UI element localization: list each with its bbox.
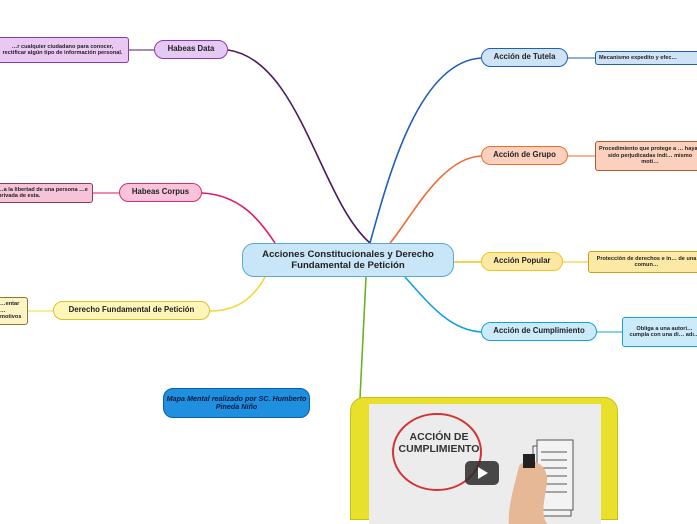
video-title: ACCIÓN DE CUMPLIMIENTO	[393, 432, 485, 455]
video-embed[interactable]: ACCIÓN DE CUMPLIMIENTO	[350, 397, 618, 520]
note-accion-cumplimiento[interactable]: Obliga a una autori… cumpla con una di… …	[622, 317, 697, 347]
node-accion-tutela[interactable]: Acción de Tutela	[481, 48, 568, 67]
note-habeas-data[interactable]: …r cualquier ciudadano para conocer, rec…	[0, 37, 129, 63]
node-habeas-corpus[interactable]: Habeas Corpus	[119, 183, 202, 202]
central-topic[interactable]: Acciones Constitucionales y Derecho Fund…	[242, 243, 454, 277]
node-habeas-data[interactable]: Habeas Data	[154, 40, 228, 59]
note-accion-popular[interactable]: Protección de derechos e in… de una comu…	[588, 251, 697, 273]
note-accion-grupo[interactable]: Procedimiento que protege a … hayan sido…	[595, 141, 697, 171]
note-habeas-corpus[interactable]: …a la libertad de una persona …e privada…	[0, 183, 93, 203]
node-derecho-peticion[interactable]: Derecho Fundamental de Petición	[53, 301, 210, 320]
node-accion-popular[interactable]: Acción Popular	[481, 252, 563, 271]
node-accion-cumplimiento[interactable]: Acción de Cumplimiento	[481, 322, 597, 341]
credit-label: Mapa Mental realizado por SC. Humberto P…	[163, 388, 310, 418]
note-derecho-peticion[interactable]: …entar …motivos	[0, 297, 28, 325]
node-accion-grupo[interactable]: Acción de Grupo	[481, 146, 568, 165]
play-icon[interactable]	[465, 461, 499, 485]
note-accion-tutela[interactable]: Mecanismo expedito y efec…	[595, 51, 697, 65]
video-thumbnail[interactable]: ACCIÓN DE CUMPLIMIENTO	[369, 404, 601, 524]
